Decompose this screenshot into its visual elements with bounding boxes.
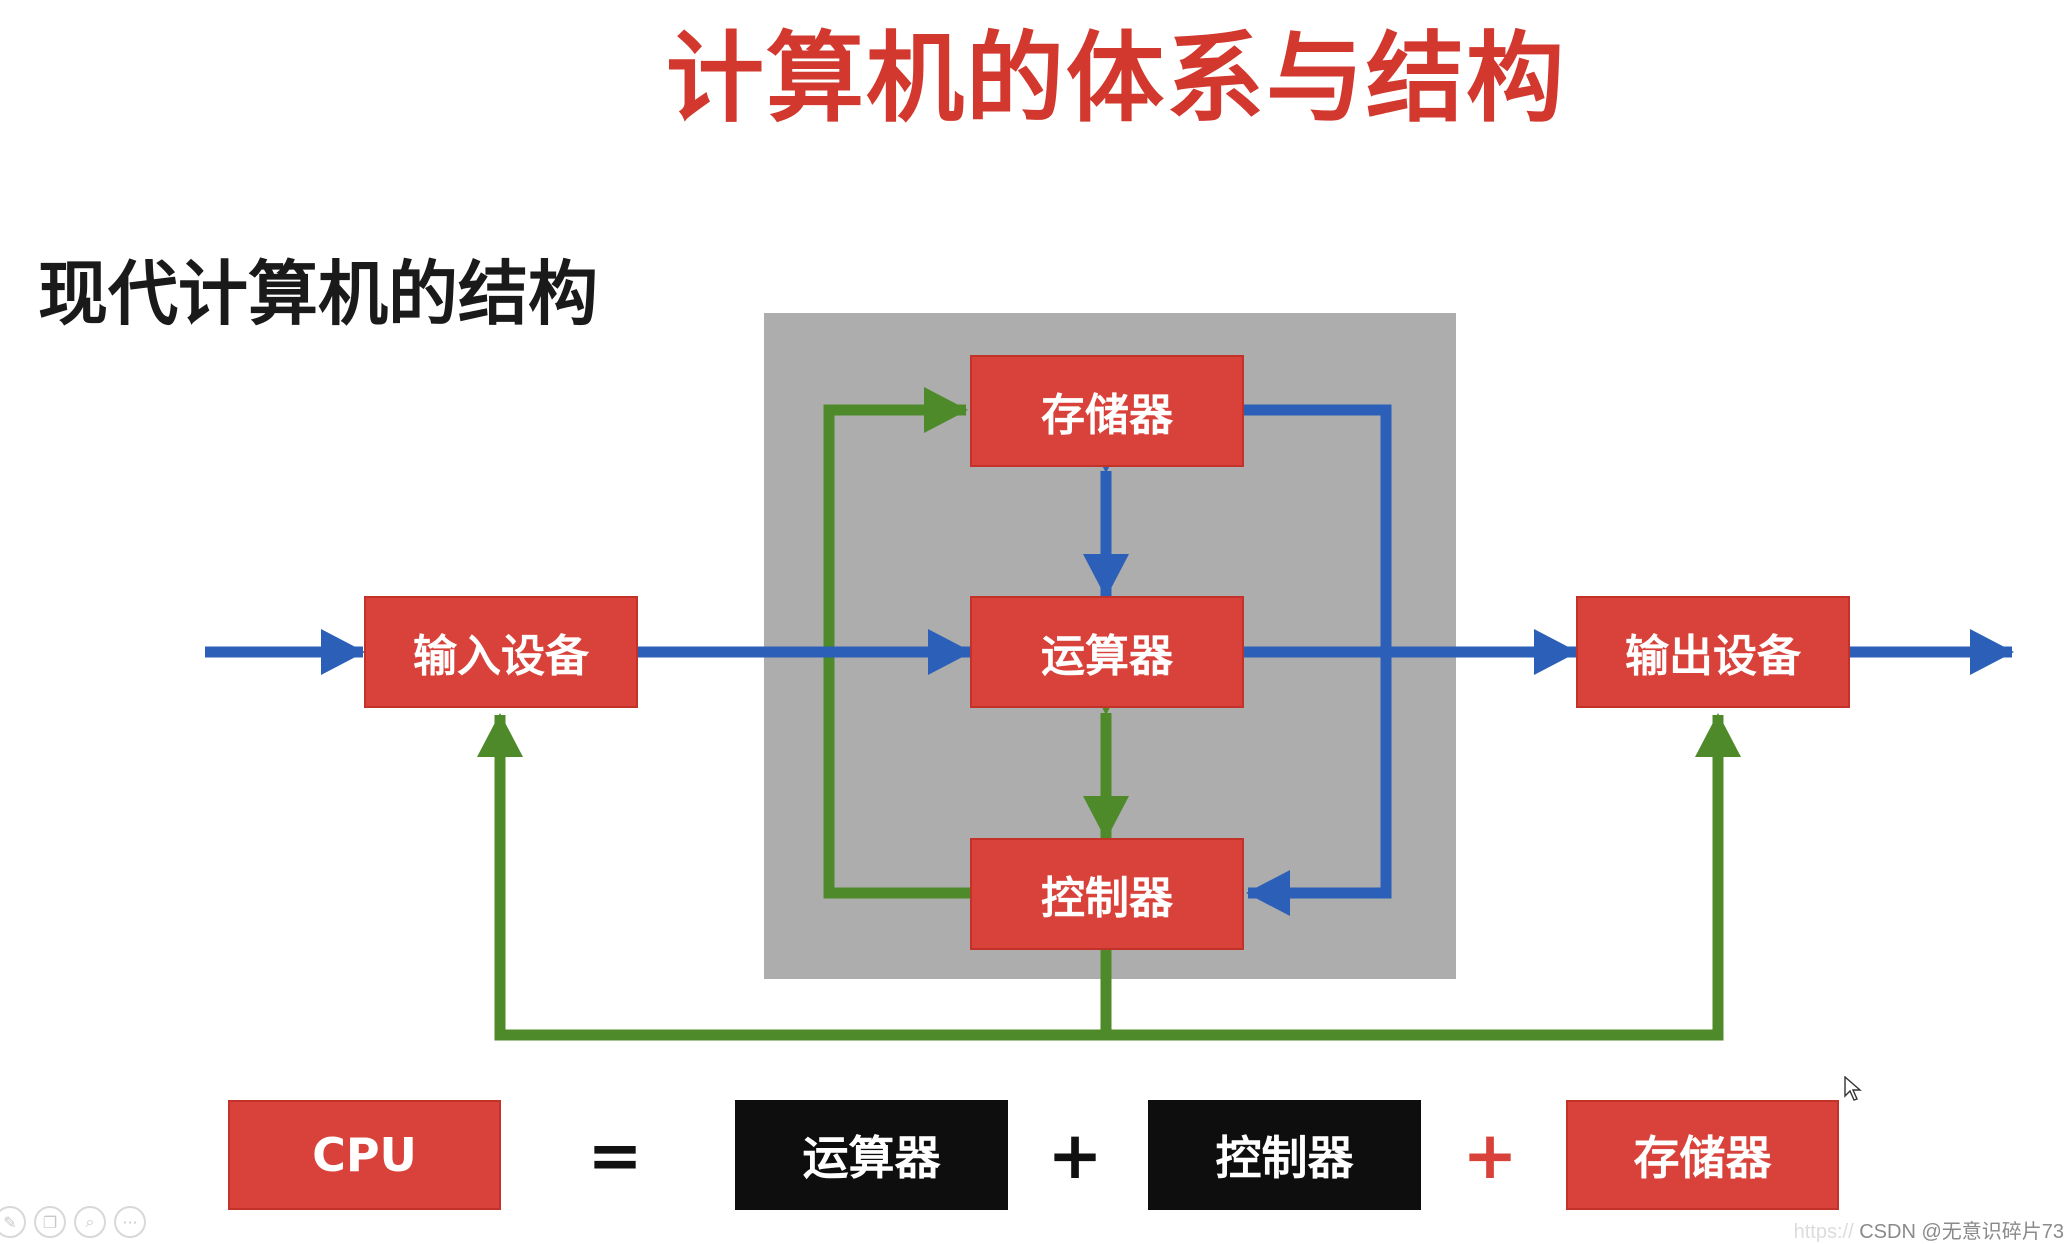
output-device-box: 输出设备 — [1576, 596, 1850, 708]
cpu-box: CPU — [228, 1100, 501, 1210]
output-device-label: 输出设备 — [1625, 631, 1801, 682]
alu-term-label: 运算器 — [802, 1131, 941, 1185]
control-to-input-arrow — [477, 713, 1106, 1041]
input-device-box: 输入设备 — [364, 596, 638, 708]
input-device-label: 输入设备 — [413, 631, 589, 682]
slide-toolbar: ✎ ❐ ⌕ ··· — [0, 1206, 146, 1238]
memory-term-box: 存储器 — [1566, 1100, 1839, 1210]
memory-term-label: 存储器 — [1633, 1131, 1772, 1185]
control-term-box: 控制器 — [1148, 1100, 1421, 1210]
plus-sign-1: + — [1047, 1116, 1103, 1194]
control-to-output-arrow — [1106, 713, 1741, 1041]
watermark: https:// CSDN @无意识碎片73 — [1794, 1215, 2064, 1244]
memory-to-control-arrow — [1244, 404, 1392, 916]
section-subtitle: 现代计算机的结构 — [38, 253, 598, 335]
control-label: 控制器 — [1041, 873, 1173, 924]
equals-sign: = — [587, 1116, 643, 1194]
watermark-faint-text: https:// — [1793, 1221, 1854, 1243]
alu-label: 运算器 — [1041, 631, 1173, 682]
watermark-text: CSDN @无意识碎片73 — [1859, 1221, 2064, 1243]
copy-icon[interactable]: ❐ — [34, 1206, 66, 1238]
mouse-cursor-icon — [1844, 1076, 1862, 1101]
alu-box: 运算器 — [970, 596, 1244, 708]
cpu-label: CPU — [312, 1128, 417, 1182]
zoom-icon[interactable]: ⌕ — [74, 1206, 106, 1238]
page-title: 计算机的体系与结构 — [665, 22, 1566, 136]
control-box: 控制器 — [970, 838, 1244, 950]
memory-box: 存储器 — [970, 355, 1244, 467]
pen-icon[interactable]: ✎ — [0, 1206, 26, 1238]
memory-label: 存储器 — [1041, 390, 1173, 441]
alu-term-box: 运算器 — [735, 1100, 1008, 1210]
more-icon[interactable]: ··· — [114, 1206, 146, 1238]
plus-sign-2: + — [1462, 1116, 1518, 1194]
control-term-label: 控制器 — [1215, 1131, 1354, 1185]
